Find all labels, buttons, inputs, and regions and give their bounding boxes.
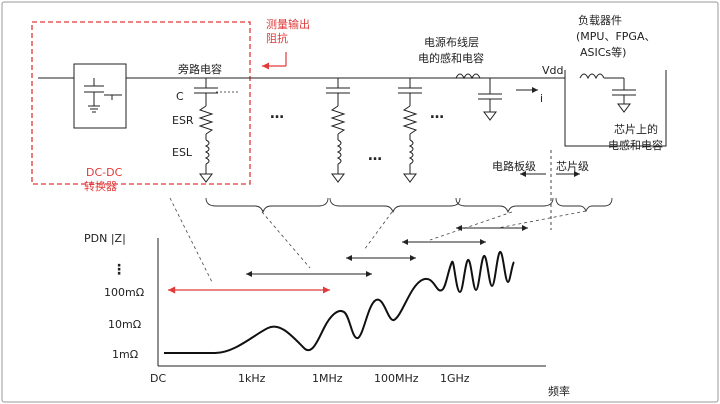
x-tick-100m: 100MHz [374,372,419,385]
bypass-cap-branch [194,78,218,183]
load-label-1: 负载器件 [578,13,622,27]
dcdc-label-2: 转换器 [84,179,117,193]
dcdc-dashed-box [31,21,251,185]
load-label-3: ASICs等) [580,45,626,59]
y-axis-title: PDN |Z| [84,232,126,245]
converter-symbol [38,63,127,129]
measure-label-2: 阻抗 [266,31,288,45]
x-tick-1m: 1MHz [312,372,343,385]
y-tick-100m: 100mΩ [104,286,144,299]
pdn-label-2: 电的感和电容 [418,51,484,65]
dcdc-label-1: DC-DC [86,166,123,179]
x-tick-1k: 1kHz [238,372,266,385]
y-axis-dots: ⋮ [112,262,126,278]
pdn-label-1: 电源布线层 [424,35,479,49]
x-axis-title: 频率 [548,384,570,398]
x-tick-1g: 1GHz [440,372,470,385]
ellipsis-1: … [270,106,284,122]
measure-label-1: 测量输出 [266,17,310,31]
chip-level-label: 芯片级 [556,159,589,173]
pdn-inductor [455,73,502,121]
impedance-curve [164,250,515,354]
y-tick-10m: 10mΩ [108,318,141,331]
cap-branch-3 [398,78,422,183]
load-label-2: (MPU、FPGA、 [576,30,655,43]
esr-label: ESR [172,114,194,127]
x-tick-dc: DC [150,372,166,385]
c-label: C [176,90,184,103]
board-level-label: 电路板级 [492,159,536,173]
braces [205,197,613,214]
ellipsis-3: … [430,106,444,122]
bypass-cap-label: 旁路电容 [178,62,222,76]
ellipsis-2: … [368,148,382,164]
cap-branch-2 [326,78,350,183]
vdd-label: Vdd [542,64,564,77]
current-label: i [540,92,543,105]
onchip-label-1: 芯片上的 [614,122,658,136]
load-box [564,70,667,147]
esl-label: ESL [172,146,193,159]
y-tick-1m: 1mΩ [112,348,138,361]
onchip-label-2: 电感和电容 [608,138,663,152]
leader-lines [169,197,587,283]
